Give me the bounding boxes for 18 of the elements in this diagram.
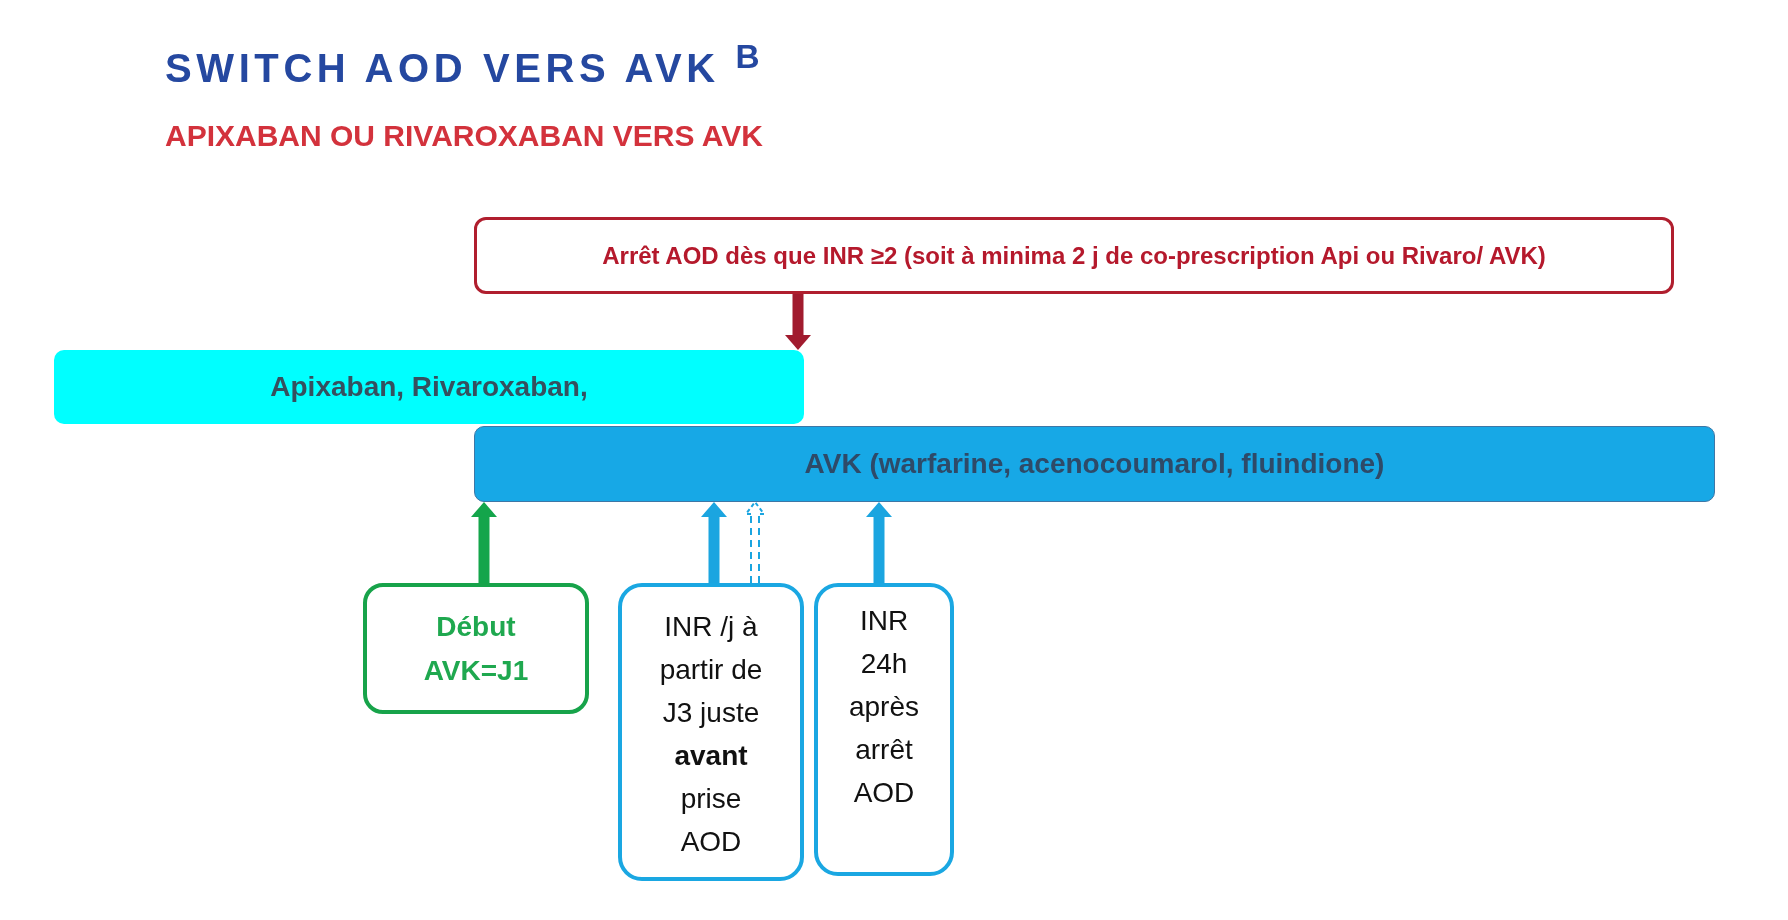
bar-label: Apixaban, Rivaroxaban, [270,370,588,404]
box-text: INR 24h après arrêt AOD [847,604,920,810]
box-text: INR /j à partir de J3 juste avant prise AOD [658,610,764,859]
start-box [363,583,589,714]
arrow [866,502,892,583]
step-box [618,583,804,881]
box-text: Début AVK=J1 [422,609,530,688]
drug-bar [54,350,804,424]
dashed-arrow [745,501,765,584]
subtitle: APIXABAN OU RIVAROXABAN VERS AVK [165,121,763,151]
bar-label: AVK (warfarine, acenocoumarol, fluindione) [804,447,1385,481]
arrow [701,502,727,583]
arrow [471,502,497,583]
step-box [814,583,954,876]
drug-bar [474,426,1715,502]
rule-text: Arrêt AOD dès que INR ≥2 (soit à minima 2 j de co-prescription Api ou Rivaro/ AVK) [602,240,1546,271]
title: SWITCH AOD VERS AVK $^{B}$ [165,37,765,89]
arrow [785,294,811,350]
